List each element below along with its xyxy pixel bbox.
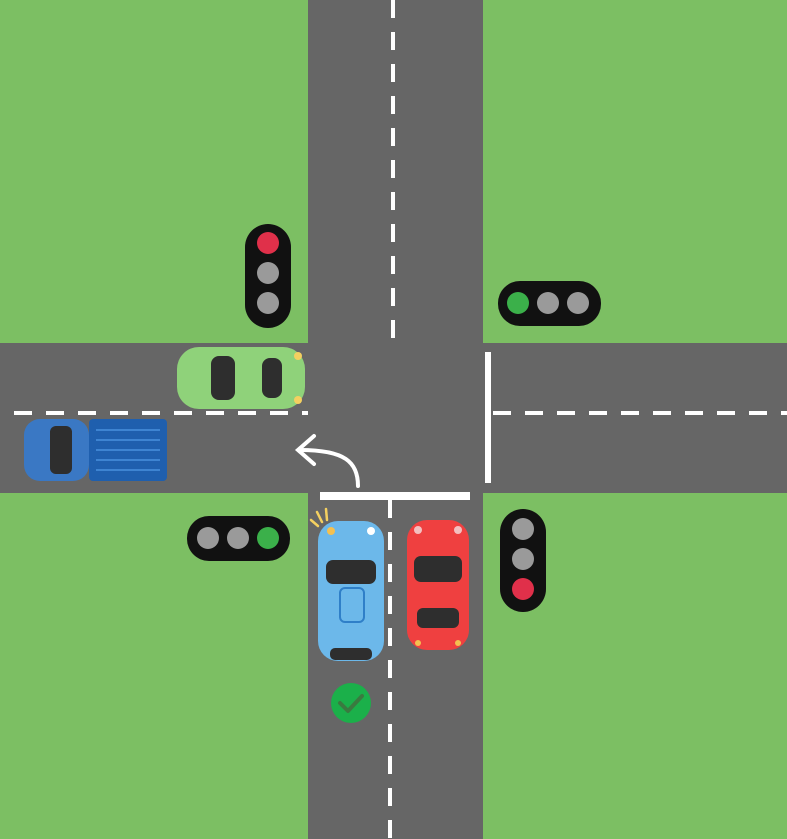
stop-line-east — [485, 352, 491, 483]
traffic-light-icon — [187, 516, 290, 561]
car-icon — [309, 507, 384, 661]
check-circle-icon — [331, 683, 371, 723]
traffic-light-icon — [245, 224, 291, 328]
traffic-light-icon — [500, 509, 546, 612]
truck-icon — [24, 419, 167, 481]
lane-markings — [14, 0, 787, 839]
car-icon — [407, 520, 469, 650]
left-turn-arrow-icon — [294, 434, 360, 488]
car-icon — [177, 347, 305, 409]
stop-line-south — [320, 492, 470, 500]
traffic-light-icon — [498, 281, 601, 326]
